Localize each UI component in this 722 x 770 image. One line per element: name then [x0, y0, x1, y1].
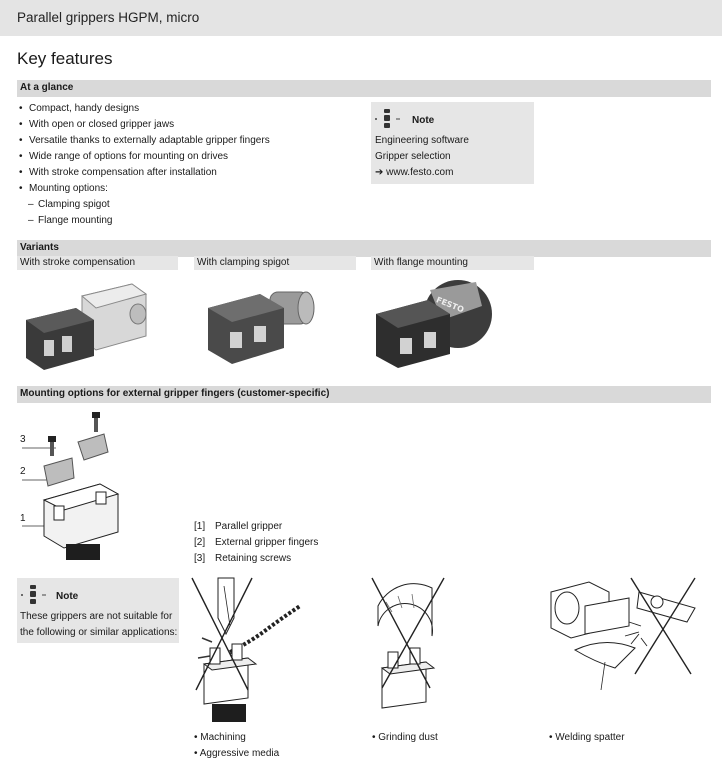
list-item: With stroke compensation after installat… [19, 165, 359, 181]
variant-caption: With flange mounting [371, 256, 534, 270]
document-header: Parallel grippers HGPM, micro [0, 0, 722, 36]
list-subitem: Flange mounting [19, 213, 359, 229]
note-text: These grippers are not suitable for [20, 611, 173, 622]
note-box-warning: Note These grippers are not suitable for… [17, 578, 179, 643]
arrow-icon: ➔ [375, 167, 384, 178]
gripper-flange-mounting-image: FESTO [376, 280, 492, 368]
variant-caption: With stroke compensation [17, 256, 178, 270]
gripper-stroke-compensation-image [26, 283, 148, 370]
callout-label: 3 [20, 434, 26, 445]
legend-item: [3]Retaining screws [194, 553, 292, 564]
note-title: Note [56, 591, 79, 602]
list-item: Versatile thanks to externally adaptable… [19, 133, 359, 149]
section-bar-variants: Variants [17, 240, 711, 257]
note-text: Gripper selection [375, 151, 451, 162]
note-title: Note [412, 115, 435, 126]
list-item: • Grinding dust [372, 732, 438, 743]
feature-list: Compact, handy designs With open or clos… [19, 101, 359, 229]
page-title: Key features [17, 49, 113, 68]
list-item: • Welding spatter [549, 732, 625, 743]
note-link-row: ➔ www.festo.com [375, 165, 453, 181]
section-bar-mounting: Mounting options for external gripper fi… [17, 386, 711, 403]
festo-link[interactable]: www.festo.com [386, 167, 454, 178]
legend-item: [1]Parallel gripper [194, 521, 283, 532]
list-item: Compact, handy designs [19, 101, 359, 117]
callout-label: 1 [20, 513, 26, 524]
grinding-illustration [371, 577, 445, 709]
variant-caption: With clamping spigot [194, 256, 356, 270]
note-icon [21, 585, 46, 604]
note-icon [375, 109, 400, 128]
legend-item: [2]External gripper fingers [194, 537, 319, 548]
legend: [1]Parallel gripper [2]External gripper … [194, 519, 318, 567]
list-subitem: Clamping spigot [19, 197, 359, 213]
note-text: the following or similar applications: [20, 627, 178, 638]
exploded-view-diagram [22, 412, 120, 560]
list-item: Wide range of options for mounting on dr… [19, 149, 359, 165]
section-heading: Mounting options for external gripper fi… [20, 388, 330, 399]
welding-illustration [550, 577, 696, 691]
list-item: With open or closed gripper jaws [19, 117, 359, 133]
list-item: Mounting options: [19, 181, 359, 197]
list-item: • Aggressive media [194, 748, 280, 759]
section-heading: Variants [20, 242, 59, 253]
list-item: • Machining [194, 732, 246, 743]
note-text: Engineering software [375, 135, 469, 146]
machining-illustration [191, 577, 302, 722]
note-box: Note Engineering software Gripper select… [371, 102, 534, 184]
header-title: Parallel grippers HGPM, micro [17, 10, 200, 25]
section-heading: At a glance [20, 82, 74, 93]
gripper-clamping-spigot-image [208, 291, 315, 364]
section-bar-at-a-glance: At a glance [17, 80, 711, 97]
callout-label: 2 [20, 466, 26, 477]
